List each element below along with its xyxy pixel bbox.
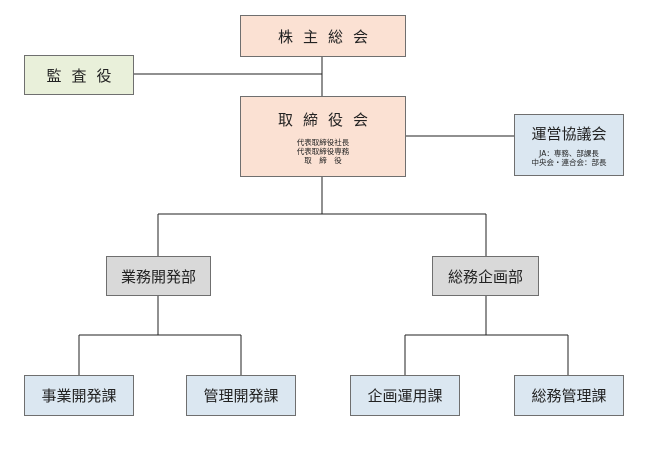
shareholders-meeting-label: 株主総会 (277, 27, 378, 46)
business-development-dept-label: 業務開発部 (120, 267, 196, 286)
business-development-section-label: 事業開発課 (41, 387, 117, 405)
steering-council-label: 運営協議会 (531, 125, 607, 143)
steering-council-box: 運営協議会 JA：専務、部課長 中央会・連合会：部長 (514, 114, 624, 176)
steering-member-ja: JA：専務、部課長 (539, 149, 599, 158)
general-planning-dept-box: 総務企画部 (432, 256, 539, 296)
auditor-box: 監査役 (24, 55, 134, 95)
steering-member-federation: 中央会・連合会：部長 (531, 158, 607, 167)
board-of-directors-label: 取締役会 (277, 111, 378, 129)
general-administration-section-label: 総務管理課 (531, 387, 607, 405)
business-development-section-box: 事業開発課 (24, 375, 134, 416)
board-member-senior-managing: 代表取締役専務 (296, 147, 350, 156)
management-development-section-box: 管理開発課 (186, 375, 296, 416)
planning-operations-section-label: 企画運用課 (367, 387, 443, 405)
planning-operations-section-box: 企画運用課 (350, 375, 460, 416)
business-development-dept-box: 業務開発部 (106, 256, 211, 296)
management-development-section-label: 管理開発課 (203, 387, 279, 405)
auditor-label: 監査役 (46, 66, 122, 85)
board-member-director: 取 締 役 (304, 156, 342, 165)
board-member-president: 代表取締役社長 (296, 138, 350, 147)
general-planning-dept-label: 総務企画部 (447, 267, 523, 286)
board-of-directors-box: 取締役会 代表取締役社長 代表取締役専務 取 締 役 (240, 96, 406, 177)
shareholders-meeting-box: 株主総会 (240, 15, 406, 57)
general-administration-section-box: 総務管理課 (514, 375, 624, 416)
